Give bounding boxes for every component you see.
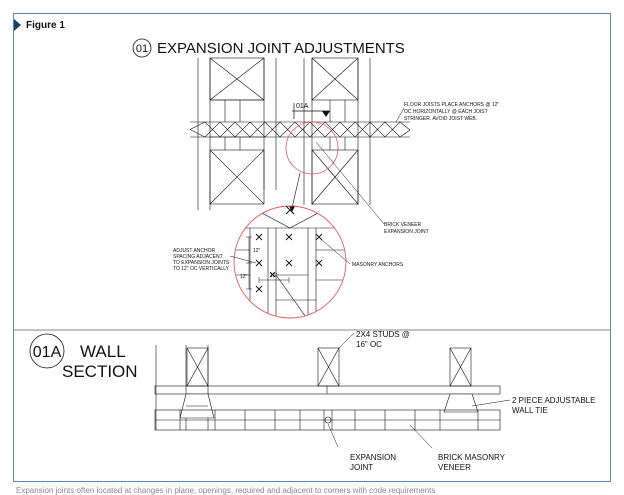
note-masonry-anchors: MASONRY ANCHORS <box>321 239 404 268</box>
detail-ref-circle <box>285 121 339 175</box>
note-expansion-joint-line2: JOINT <box>350 463 373 472</box>
note-adjust-anchor-line1: ADJUST ANCHOR <box>173 248 216 254</box>
note-masonry-anchors-text: MASONRY ANCHORS <box>352 262 404 268</box>
detail01-number-bubble <box>132 38 152 58</box>
footer-caption: Expansion joints often located at change… <box>16 486 436 495</box>
note-adjust-anchor-line2: SPACING ADJACENT <box>173 254 223 260</box>
dim-16: 16" <box>270 273 278 279</box>
detail01-header: 01 EXPANSION JOINT ADJUSTMENTS <box>132 38 405 58</box>
dim-12-b: 12" <box>240 274 248 280</box>
note-brick-veneer-line2: EXPANSION JOINT <box>384 229 429 235</box>
detail01A-title-line2: SECTION <box>62 362 138 381</box>
note-brick-masonry: BRICK MASONRY VENEER <box>409 424 506 472</box>
note-expansion-joint: EXPANSION JOINT <box>327 423 396 472</box>
dim-12-a: 12" <box>253 248 261 254</box>
wall-section <box>154 345 501 431</box>
detail01A-number-bubble <box>29 333 65 369</box>
note-adjust-anchor-line3: TO EXPANSION JOINTS <box>173 260 230 266</box>
note-adjust-anchor-line4: TO 12" OC VERTICALLY <box>173 266 230 272</box>
note-brick-masonry-line2: VENEER <box>438 463 471 472</box>
note-adjust-anchor: ADJUST ANCHOR SPACING ADJACENT TO EXPANS… <box>173 248 257 272</box>
note-floor-joists: FLOOR JOISTS PLACE ANCHORS @ 12" OC HORI… <box>395 102 499 123</box>
detail01-title: EXPANSION JOINT ADJUSTMENTS <box>157 40 405 57</box>
leader-to-enlarged <box>291 172 301 209</box>
detail01A-header: 01A WALL SECTION <box>29 333 138 381</box>
note-brick-veneer: BRICK VENEER EXPANSION JOINT <box>315 141 429 235</box>
note-floor-joists-line3: STRINGER. AVOID JOIST WEB. <box>404 116 477 122</box>
note-floor-joists-line1: FLOOR JOISTS PLACE ANCHORS @ 12" <box>404 102 499 108</box>
note-wall-tie-line2: WALL TIE <box>512 406 548 415</box>
detail01A-number: 01A <box>33 344 62 361</box>
note-studs-line2: 16" OC <box>356 340 382 349</box>
section-ref-label: 01A <box>296 103 309 110</box>
enlarged-detail-circle <box>233 205 347 319</box>
note-studs-line1: 2X4 STUDS @ <box>356 330 410 339</box>
note-brick-veneer-line1: BRICK VENEER <box>384 222 422 228</box>
note-wall-tie: 2 PIECE ADJUSTABLE WALL TIE <box>471 396 595 415</box>
figure-marker-icon <box>14 19 21 31</box>
note-expansion-joint-line1: EXPANSION <box>350 453 396 462</box>
note-floor-joists-line2: OC HORIZONTALLY @ EACH JOIST <box>404 109 488 115</box>
note-wall-tie-line1: 2 PIECE ADJUSTABLE <box>512 396 595 405</box>
figure-label: Figure 1 <box>26 20 65 31</box>
detail01-elevation <box>189 57 411 210</box>
detail01A-title-line1: WALL <box>80 342 126 361</box>
note-brick-masonry-line1: BRICK MASONRY <box>438 453 506 462</box>
detail01-number: 01 <box>136 43 148 55</box>
section-ref-marker: 01A <box>292 103 330 119</box>
note-studs: 2X4 STUDS @ 16" OC <box>337 330 410 350</box>
enlarged-detail: 12" 12" 16" <box>233 205 347 319</box>
